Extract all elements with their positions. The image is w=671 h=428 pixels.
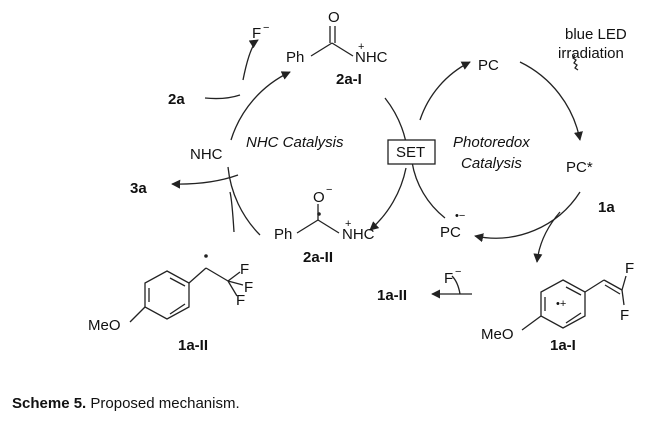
radical-entry-arrow — [229, 191, 235, 233]
set-box — [387, 139, 436, 165]
cycle-arc-set-to-2aII — [369, 167, 407, 231]
cmpd-1a-II-arrow-label: 1a-II — [377, 287, 407, 304]
3a-release-arrow — [171, 174, 239, 189]
nhc-catalysis-label: NHC Catalysis — [246, 134, 344, 151]
pc-minus-charge: •− — [455, 210, 465, 222]
cycle-arc-2aII-to-nhc — [227, 166, 261, 236]
structure-2a-I — [310, 26, 354, 57]
pc-top-label: PC — [478, 57, 499, 74]
cmpd-2a-II-label: 2a-II — [303, 249, 333, 266]
pc-star-label: PC* — [566, 159, 593, 176]
ph-mid-label: Ph — [274, 226, 292, 243]
ph-top-label: Ph — [286, 49, 304, 66]
cmpd-2a-label: 2a — [168, 91, 185, 108]
fluorine-1: F — [240, 261, 249, 278]
photoredox-label-2: Catalysis — [461, 155, 522, 172]
radical-cation-label: •+ — [556, 298, 566, 310]
oxygen-mid-charge: − — [326, 184, 332, 196]
blue-led-label-2: irradiation — [558, 45, 624, 62]
fluorine-4: F — [625, 260, 634, 277]
cmpd-1a-I-label: 1a-I — [550, 337, 576, 354]
fluoride-mid-charge: − — [455, 266, 461, 278]
fluoride-mid-label: F — [444, 270, 453, 287]
photo-arc-set-to-pc — [419, 61, 471, 121]
blue-led-label-1: blue LED — [565, 26, 627, 43]
structure-1a-II — [129, 254, 244, 323]
radical-dot — [317, 212, 321, 216]
fluoride-top-charge: − — [263, 22, 269, 34]
fluorine-3: F — [244, 279, 253, 296]
fluoride-release-arrow — [242, 39, 259, 81]
set-label: SET — [396, 144, 425, 161]
caption-label: Scheme 5. — [12, 395, 86, 412]
photoredox-cycle — [411, 54, 583, 299]
fluorine-2: F — [236, 292, 245, 309]
oxygen-mid-label: O — [313, 189, 325, 206]
meo-right-label: MeO — [481, 326, 514, 343]
photo-arc-pcstar-to-pcminus — [474, 191, 581, 243]
cmpd-1a-label: 1a — [598, 199, 615, 216]
photoredox-label-1: Photoredox — [453, 134, 530, 151]
cmpd-2a-I-label: 2a-I — [336, 71, 362, 88]
caption-text: Proposed mechanism. — [86, 395, 239, 412]
2a-entry-arrow — [204, 94, 241, 100]
meo-left-label: MeO — [88, 317, 121, 334]
1a-oxidation-arrow — [533, 211, 561, 263]
plus-top-label: + — [358, 41, 364, 53]
structure-1a-I — [521, 275, 627, 331]
cmpd-3a-label: 3a — [130, 180, 147, 197]
oxygen-top-label: O — [328, 9, 340, 26]
nhc-mid-label: NHC — [342, 226, 375, 243]
nhc-left-label: NHC — [190, 146, 223, 163]
cmpd-1a-II-label: 1a-II — [178, 337, 208, 354]
cycle-arc-nhc-to-2aI — [230, 71, 291, 141]
fluorine-5: F — [620, 307, 629, 324]
fluoride-top-label: F — [252, 25, 261, 42]
nhc-cycle — [171, 39, 409, 236]
photo-arc-pc-to-pcstar — [519, 61, 583, 141]
photo-arc-pcminus-to-set — [411, 161, 446, 219]
light-squiggle — [572, 54, 579, 71]
scheme-caption: Scheme 5. Proposed mechanism. — [12, 395, 240, 412]
plus-mid-label: + — [345, 218, 351, 230]
pc-minus-label: PC — [440, 224, 461, 241]
nhc-top-label: NHC — [355, 49, 388, 66]
fluoride-loss-arrow — [451, 275, 461, 295]
structure-2a-II — [296, 204, 340, 234]
radical-dot-1aII — [204, 254, 208, 258]
